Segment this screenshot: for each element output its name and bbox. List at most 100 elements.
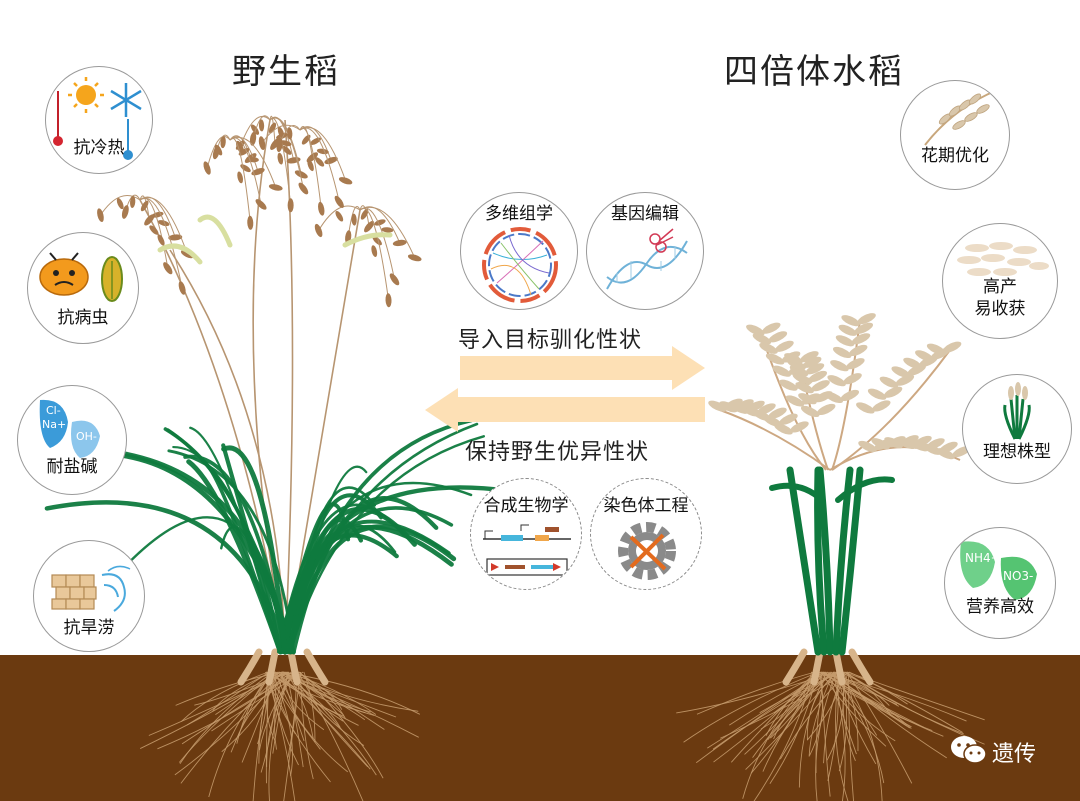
tetra-branch xyxy=(831,319,861,471)
tetra-grain xyxy=(883,386,903,398)
tetra-leaf xyxy=(835,476,895,503)
tetra-grain xyxy=(851,333,871,345)
wild-panicle-branch xyxy=(318,205,361,231)
wild-grain xyxy=(149,225,159,235)
tetra-grain xyxy=(835,335,855,347)
tetra-grain xyxy=(895,374,915,386)
tetra-grain xyxy=(936,448,955,460)
wild-leaf xyxy=(276,503,406,654)
wild-panicle-branch xyxy=(269,115,276,145)
root-strand xyxy=(843,671,859,752)
wild-grain xyxy=(247,215,254,230)
trait-label: 抗病虫 xyxy=(57,308,109,328)
wild-flag-leaf xyxy=(342,232,393,248)
wild-stem xyxy=(169,249,286,656)
root-strand xyxy=(826,671,907,726)
root-strand xyxy=(297,671,385,730)
wild-leaf xyxy=(189,426,281,654)
tetra-grain xyxy=(792,372,812,385)
wild-grain xyxy=(381,227,394,233)
tetraploid-rice-plant xyxy=(708,313,971,656)
tetra-leaf xyxy=(769,482,825,503)
trait-ideal-plant-type: 理想株型 xyxy=(962,374,1072,484)
wild-rice-roots xyxy=(139,648,421,801)
wild-grain xyxy=(277,152,284,165)
wild-grain xyxy=(144,214,155,226)
trait-salt-alkali-tolerance: Cl- Na+ OH- 耐盐碱 xyxy=(17,385,127,495)
root-strand xyxy=(278,671,341,728)
tetra-grain xyxy=(802,356,822,368)
arrow-right-bottom xyxy=(672,397,705,422)
root-strand xyxy=(283,671,301,801)
tetra-grain xyxy=(816,403,836,416)
arrow-right-top xyxy=(460,346,705,390)
tetra-grain xyxy=(897,437,916,450)
tetra-grain xyxy=(838,324,858,336)
wild-grain xyxy=(97,208,104,223)
wild-grain xyxy=(407,254,422,262)
tetra-grain xyxy=(871,438,890,450)
wild-grain xyxy=(372,236,382,246)
wild-grain xyxy=(307,159,314,172)
root-strand xyxy=(832,671,846,801)
root-strand xyxy=(730,671,818,763)
root-strand xyxy=(820,671,900,707)
wild-leaf xyxy=(44,500,289,655)
tetra-grain xyxy=(846,358,865,370)
root-base xyxy=(782,648,808,686)
tetra-grain xyxy=(910,440,929,452)
tetra-grain xyxy=(867,388,887,400)
nutrient-drops-icon: NH4+ NO3- xyxy=(960,541,1037,600)
root-strand xyxy=(186,671,270,726)
wild-grain xyxy=(294,170,308,179)
ion-na: Na+ xyxy=(42,418,66,431)
tetra-branch xyxy=(831,349,951,471)
tetra-grain xyxy=(879,376,899,388)
root-strand xyxy=(848,671,854,801)
tetra-grain xyxy=(841,315,860,327)
wild-grain xyxy=(287,127,293,140)
tetra-stem xyxy=(814,466,828,656)
wild-grain xyxy=(212,145,220,160)
wild-grain xyxy=(121,205,129,219)
tetra-grain xyxy=(830,360,849,372)
root-strand xyxy=(848,671,963,733)
tech-label: 多维组学 xyxy=(485,204,553,224)
wild-grain xyxy=(116,197,124,210)
tetra-grain xyxy=(805,363,825,375)
tetra-grain xyxy=(790,421,809,433)
wild-grain xyxy=(301,134,311,145)
wild-grain xyxy=(258,136,266,151)
root-strand xyxy=(270,671,345,717)
tech-label: 合成生物学 xyxy=(483,496,569,516)
tetra-grain xyxy=(856,402,875,414)
wild-panicle-branch xyxy=(299,127,347,181)
root-strand xyxy=(274,671,359,726)
root-strand xyxy=(221,671,279,753)
root-strand xyxy=(815,671,837,801)
wechat-icon xyxy=(951,736,987,764)
soil-ground xyxy=(0,655,1080,801)
tetra-grain xyxy=(814,391,833,403)
wild-panicle-branch xyxy=(100,195,141,216)
tetra-grain xyxy=(843,373,862,385)
root-strand xyxy=(179,671,274,765)
trait-nutrient-efficiency: NH4+ NO3- 营养高效 xyxy=(944,527,1056,639)
root-strand xyxy=(712,671,837,750)
trait-label: 高产 易收获 xyxy=(974,277,1026,319)
wild-grain xyxy=(324,156,338,165)
root-base xyxy=(303,648,329,686)
tetra-grain xyxy=(746,324,765,336)
wild-grain xyxy=(220,136,226,149)
tetra-grain xyxy=(762,322,781,334)
tetra-grain xyxy=(784,353,803,365)
sun-snowflake-thermometer-icon xyxy=(53,77,142,160)
wild-grain xyxy=(364,220,375,233)
trait-pest-disease-resistance: 抗病虫 xyxy=(27,232,139,344)
tech-multi-omics: 多维组学 xyxy=(460,192,578,310)
tetra-stem xyxy=(838,466,864,656)
wild-grain xyxy=(351,213,357,226)
tetra-grain xyxy=(858,440,877,453)
wild-grain xyxy=(237,171,244,184)
root-strand xyxy=(696,671,816,715)
